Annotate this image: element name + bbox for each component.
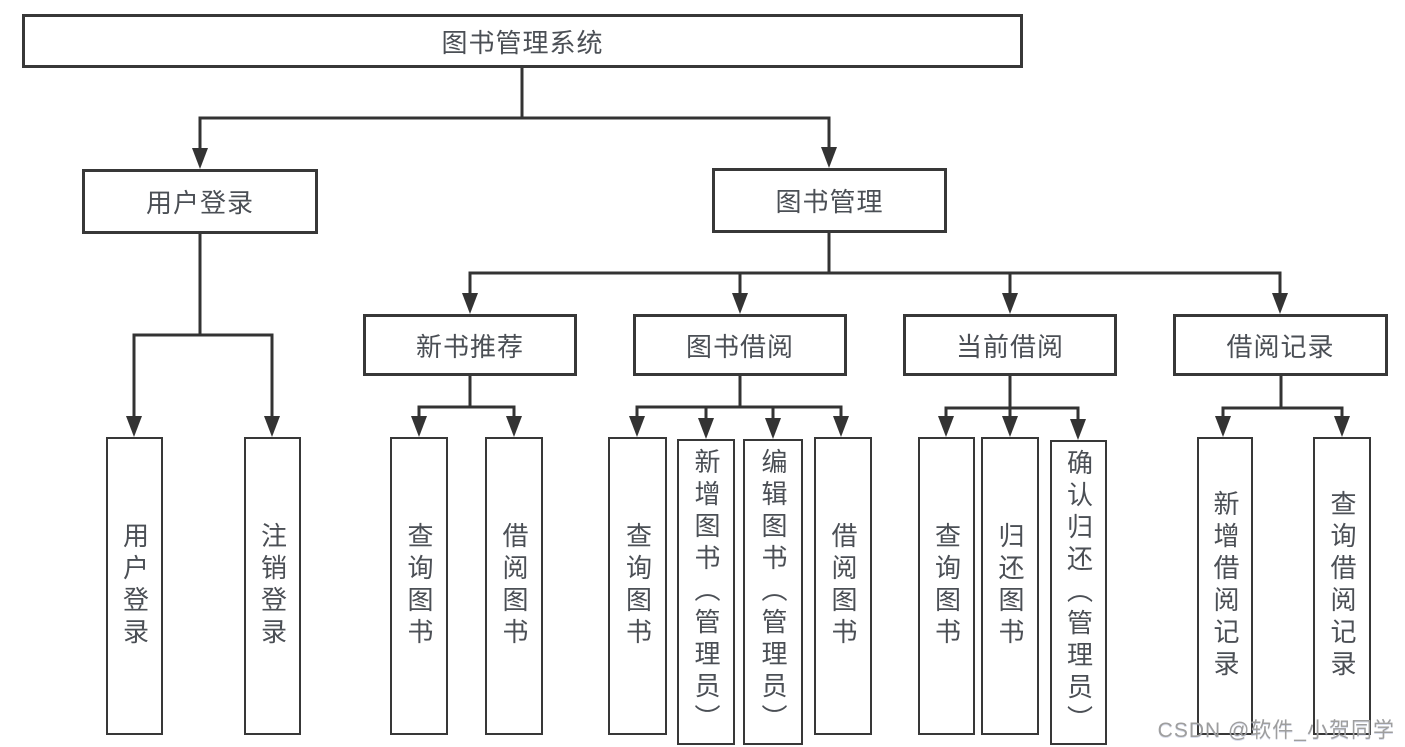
arrowhead-icon bbox=[629, 416, 645, 437]
node-library-management-system: 图书管理系统 bbox=[22, 14, 1023, 68]
arrowhead-icon bbox=[1070, 419, 1086, 440]
arrowhead-icon bbox=[1272, 293, 1288, 314]
arrowhead-icon bbox=[833, 416, 849, 437]
arrowhead-icon bbox=[938, 416, 954, 437]
leaf-borrow-books-recommend-label: 借阅图书 bbox=[499, 522, 529, 650]
node-borrowing-records-label: 借阅记录 bbox=[1226, 331, 1335, 362]
leaf-query-borrow-record-label: 查询借阅记录 bbox=[1327, 490, 1357, 682]
arrowhead-icon bbox=[765, 418, 781, 439]
node-book-borrowing: 图书借阅 bbox=[633, 314, 847, 376]
node-user-login-label: 用户登录 bbox=[145, 188, 254, 218]
arrowhead-icon bbox=[506, 416, 522, 437]
leaf-query-books-recommend-label: 查询图书 bbox=[404, 522, 434, 650]
node-current-borrowing-label: 当前借阅 bbox=[955, 331, 1064, 362]
node-user-login: 用户登录 bbox=[82, 169, 318, 234]
leaf-query-books-borrowing-label: 查询图书 bbox=[622, 522, 653, 650]
arrowhead-icon bbox=[462, 293, 478, 314]
leaf-confirm-return-admin-label: 确认归还（管理员） bbox=[1063, 448, 1094, 737]
watermark-text: CSDN @软件_小贺同学 bbox=[1157, 719, 1395, 742]
leaf-query-books-recommend: 查询图书 bbox=[390, 437, 448, 735]
leaf-add-books-admin-label: 新增图书（管理员） bbox=[691, 448, 721, 736]
leaf-confirm-return-admin: 确认归还（管理员） bbox=[1050, 440, 1107, 745]
leaf-add-borrow-record-label: 新增借阅记录 bbox=[1210, 490, 1240, 682]
node-borrowing-records: 借阅记录 bbox=[1173, 314, 1388, 376]
leaf-user-login-label: 用户登录 bbox=[119, 522, 150, 650]
node-new-book-recommend-label: 新书推荐 bbox=[415, 331, 524, 362]
arrowhead-icon bbox=[698, 418, 714, 439]
leaf-logout: 注销登录 bbox=[244, 437, 301, 735]
leaf-query-books-borrowing: 查询图书 bbox=[608, 437, 667, 735]
leaf-return-books-label: 归还图书 bbox=[995, 522, 1025, 650]
leaf-add-books-admin: 新增图书（管理员） bbox=[677, 439, 735, 745]
leaf-borrow-books-recommend: 借阅图书 bbox=[485, 437, 543, 735]
arrowhead-icon bbox=[126, 416, 142, 437]
leaf-query-borrow-record: 查询借阅记录 bbox=[1313, 437, 1371, 735]
arrowhead-icon bbox=[821, 147, 837, 168]
node-book-management: 图书管理 bbox=[712, 168, 947, 233]
node-library-management-system-label: 图书管理系统 bbox=[441, 27, 604, 58]
leaf-edit-books-admin-label: 编辑图书（管理员） bbox=[758, 448, 788, 736]
arrowhead-icon bbox=[411, 416, 427, 437]
node-new-book-recommend: 新书推荐 bbox=[363, 314, 577, 376]
node-book-management-label: 图书管理 bbox=[775, 187, 884, 217]
arrowhead-icon bbox=[1002, 293, 1018, 314]
arrowhead-icon bbox=[1334, 416, 1350, 437]
leaf-edit-books-admin: 编辑图书（管理员） bbox=[743, 439, 803, 745]
leaf-borrow-books-borrowing: 借阅图书 bbox=[814, 437, 872, 735]
arrowhead-icon bbox=[1215, 416, 1231, 437]
leaf-logout-label: 注销登录 bbox=[257, 522, 288, 650]
leaf-return-books: 归还图书 bbox=[981, 437, 1039, 735]
node-book-borrowing-label: 图书借阅 bbox=[685, 331, 794, 362]
leaf-add-borrow-record: 新增借阅记录 bbox=[1197, 437, 1253, 735]
arrowhead-icon bbox=[732, 293, 748, 314]
node-current-borrowing: 当前借阅 bbox=[903, 314, 1117, 376]
leaf-borrow-books-borrowing-label: 借阅图书 bbox=[828, 522, 858, 650]
leaf-query-books-current-label: 查询图书 bbox=[931, 522, 962, 650]
arrowhead-icon bbox=[192, 148, 208, 169]
leaf-user-login: 用户登录 bbox=[106, 437, 163, 735]
arrowhead-icon bbox=[264, 416, 280, 437]
leaf-query-books-current: 查询图书 bbox=[918, 437, 975, 735]
arrowhead-icon bbox=[1002, 416, 1018, 437]
